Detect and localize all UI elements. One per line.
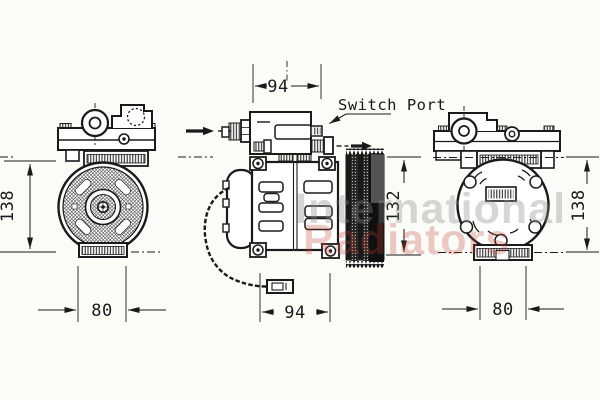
dim-front-height: 138 xyxy=(0,160,56,253)
switch-port-callout: Switch Port xyxy=(329,96,446,124)
rear-mounting-foot xyxy=(438,244,566,261)
dim-front-height-label: 138 xyxy=(0,190,18,222)
flow-out-arrow-icon xyxy=(336,141,372,151)
front-mounting-foot xyxy=(78,242,128,258)
side-clutch-wire xyxy=(203,186,294,294)
dim-front-width: 80 xyxy=(38,266,166,322)
front-housing-profile xyxy=(225,168,257,250)
dim-side-top-width-label: 94 xyxy=(267,77,288,97)
dim-side-bottom-width-label: 94 xyxy=(284,303,305,323)
switch-port-arrowhead-icon xyxy=(329,115,341,124)
dim-side-bottom-width: 94 xyxy=(259,273,331,323)
dim-rear-height-label: 138 xyxy=(569,189,589,221)
hidden-hole xyxy=(126,107,146,127)
side-belt-pulley xyxy=(345,148,385,268)
switch-port-label: Switch Port xyxy=(338,96,446,114)
dim-front-width-label: 80 xyxy=(91,301,112,321)
dim-side-top-width: 94 xyxy=(252,61,322,103)
front-view: 138 80 xyxy=(0,103,213,322)
front-mounting-bracket xyxy=(57,103,156,167)
dim-rear-height: 138 xyxy=(566,156,599,253)
side-view: 94 Switch Port xyxy=(186,61,446,323)
dim-side-height: 132 xyxy=(384,156,421,256)
discharge-port-thread xyxy=(310,139,325,153)
front-pulley xyxy=(57,161,149,253)
side-body xyxy=(222,156,340,259)
dim-rear-width: 80 xyxy=(442,266,564,320)
rear-housing xyxy=(456,158,550,252)
rear-view: 138 80 xyxy=(433,106,599,320)
dim-rear-width-label: 80 xyxy=(492,300,513,320)
dim-side-height-label: 132 xyxy=(384,190,404,222)
suction-port-thread xyxy=(228,122,242,141)
